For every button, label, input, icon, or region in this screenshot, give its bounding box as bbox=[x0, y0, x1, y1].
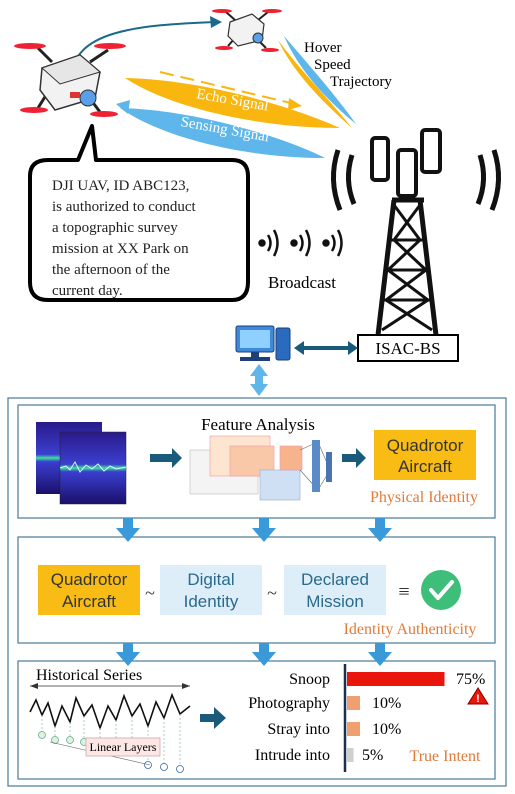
intent-percent-intrude: 5% bbox=[362, 747, 383, 764]
tilde-2: ~ bbox=[267, 583, 277, 603]
base-station-tower-icon bbox=[331, 128, 501, 336]
bubble-line-1: DJI UAV, ID ABC123, bbox=[52, 178, 189, 194]
declared-mission-box bbox=[284, 565, 386, 615]
linear-layers-label: Linear Layers bbox=[90, 740, 157, 754]
intent-label-snoop: Snoop bbox=[289, 671, 330, 688]
bubble-line-4: mission at XX Park on bbox=[52, 241, 189, 257]
intent-label-stray-1: Stray into bbox=[267, 721, 330, 738]
feature-analysis-title: Feature Analysis bbox=[201, 415, 315, 434]
tilde-1: ~ bbox=[145, 583, 155, 603]
echo-signal-beam bbox=[125, 78, 340, 128]
intent-percent-snoop: 75% bbox=[456, 671, 485, 688]
digital-identity-line-1: Digital bbox=[187, 570, 234, 589]
identity-panel bbox=[17, 536, 496, 644]
intent-bar-intrude bbox=[347, 748, 354, 762]
digital-identity-line-2: Identity bbox=[184, 592, 239, 611]
intent-bar-stray bbox=[347, 722, 360, 736]
aircraft-box-line-2: Aircraft bbox=[398, 457, 452, 476]
trajectory-label: Trajectory bbox=[330, 74, 392, 90]
check-icon bbox=[421, 570, 461, 610]
historical-series-title: Historical Series bbox=[36, 667, 142, 684]
declared-mission-line-1: Declared bbox=[301, 570, 369, 589]
outer-frame bbox=[7, 397, 507, 787]
speed-beam bbox=[284, 36, 356, 124]
broadcast-waves-icon bbox=[258, 229, 343, 257]
quadrotor-box bbox=[38, 565, 140, 615]
speed-label: Speed bbox=[314, 57, 351, 73]
declared-mission-line-2: Mission bbox=[306, 592, 364, 611]
uav-drone-icon bbox=[14, 43, 126, 117]
network-to-aircraft-arrow bbox=[342, 448, 366, 468]
quadrotor-box-line-2: Aircraft bbox=[62, 592, 116, 611]
sensing-signal-beam bbox=[120, 108, 325, 158]
quadrotor-box-line-1: Quadrotor bbox=[51, 570, 128, 589]
spectrogram-to-network-arrow bbox=[150, 448, 182, 468]
spectrogram-image bbox=[36, 422, 127, 505]
hover-label: Hover bbox=[304, 40, 342, 56]
intent-label-photography: Photography bbox=[248, 695, 330, 712]
intent-bar-snoop bbox=[347, 672, 445, 686]
intent-panel bbox=[17, 660, 496, 780]
computer-icon bbox=[235, 325, 291, 361]
linear-layers-box bbox=[85, 737, 161, 757]
identity-authenticity-label: Identity Authenticity bbox=[344, 621, 477, 638]
historical-series-plot bbox=[29, 683, 191, 773]
bubble-line-2: is authorized to conduct bbox=[52, 199, 197, 215]
series-to-intent-arrow bbox=[200, 707, 226, 729]
identity-to-intent-arrows bbox=[116, 643, 392, 666]
feature-to-identity-arrows bbox=[116, 518, 392, 542]
intent-label-intrude: Intrude into bbox=[255, 747, 330, 764]
feature-panel bbox=[17, 404, 496, 519]
intent-percent-stray: 10% bbox=[372, 721, 401, 738]
pc-bs-link-arrow bbox=[294, 341, 358, 355]
equiv-symbol: ≡ bbox=[398, 581, 409, 603]
intent-percent-photography: 10% bbox=[372, 695, 401, 712]
physical-identity-label: Physical Identity bbox=[370, 489, 478, 506]
pc-panel-link-arrow bbox=[250, 364, 268, 396]
aircraft-box-line-1: Quadrotor bbox=[387, 436, 464, 455]
uav-drone-small-icon bbox=[212, 9, 282, 52]
bubble-line-6: current day. bbox=[52, 283, 123, 299]
bubble-line-5: the afternoon of the bbox=[52, 262, 170, 278]
warning-icon: ! bbox=[467, 687, 489, 705]
bubble-line-3: a topographic survey bbox=[52, 220, 178, 236]
neural-network-diagram bbox=[189, 435, 332, 501]
bs-label: ISAC-BS bbox=[375, 339, 440, 358]
aircraft-box bbox=[374, 430, 476, 480]
intent-bar-photography bbox=[347, 696, 360, 710]
true-intent-label: True Intent bbox=[410, 748, 482, 765]
broadcast-label: Broadcast bbox=[268, 273, 336, 292]
hover-beam bbox=[278, 40, 352, 128]
speech-bubble bbox=[28, 124, 250, 302]
svg-text:!: ! bbox=[476, 693, 480, 705]
digital-identity-box bbox=[160, 565, 262, 615]
